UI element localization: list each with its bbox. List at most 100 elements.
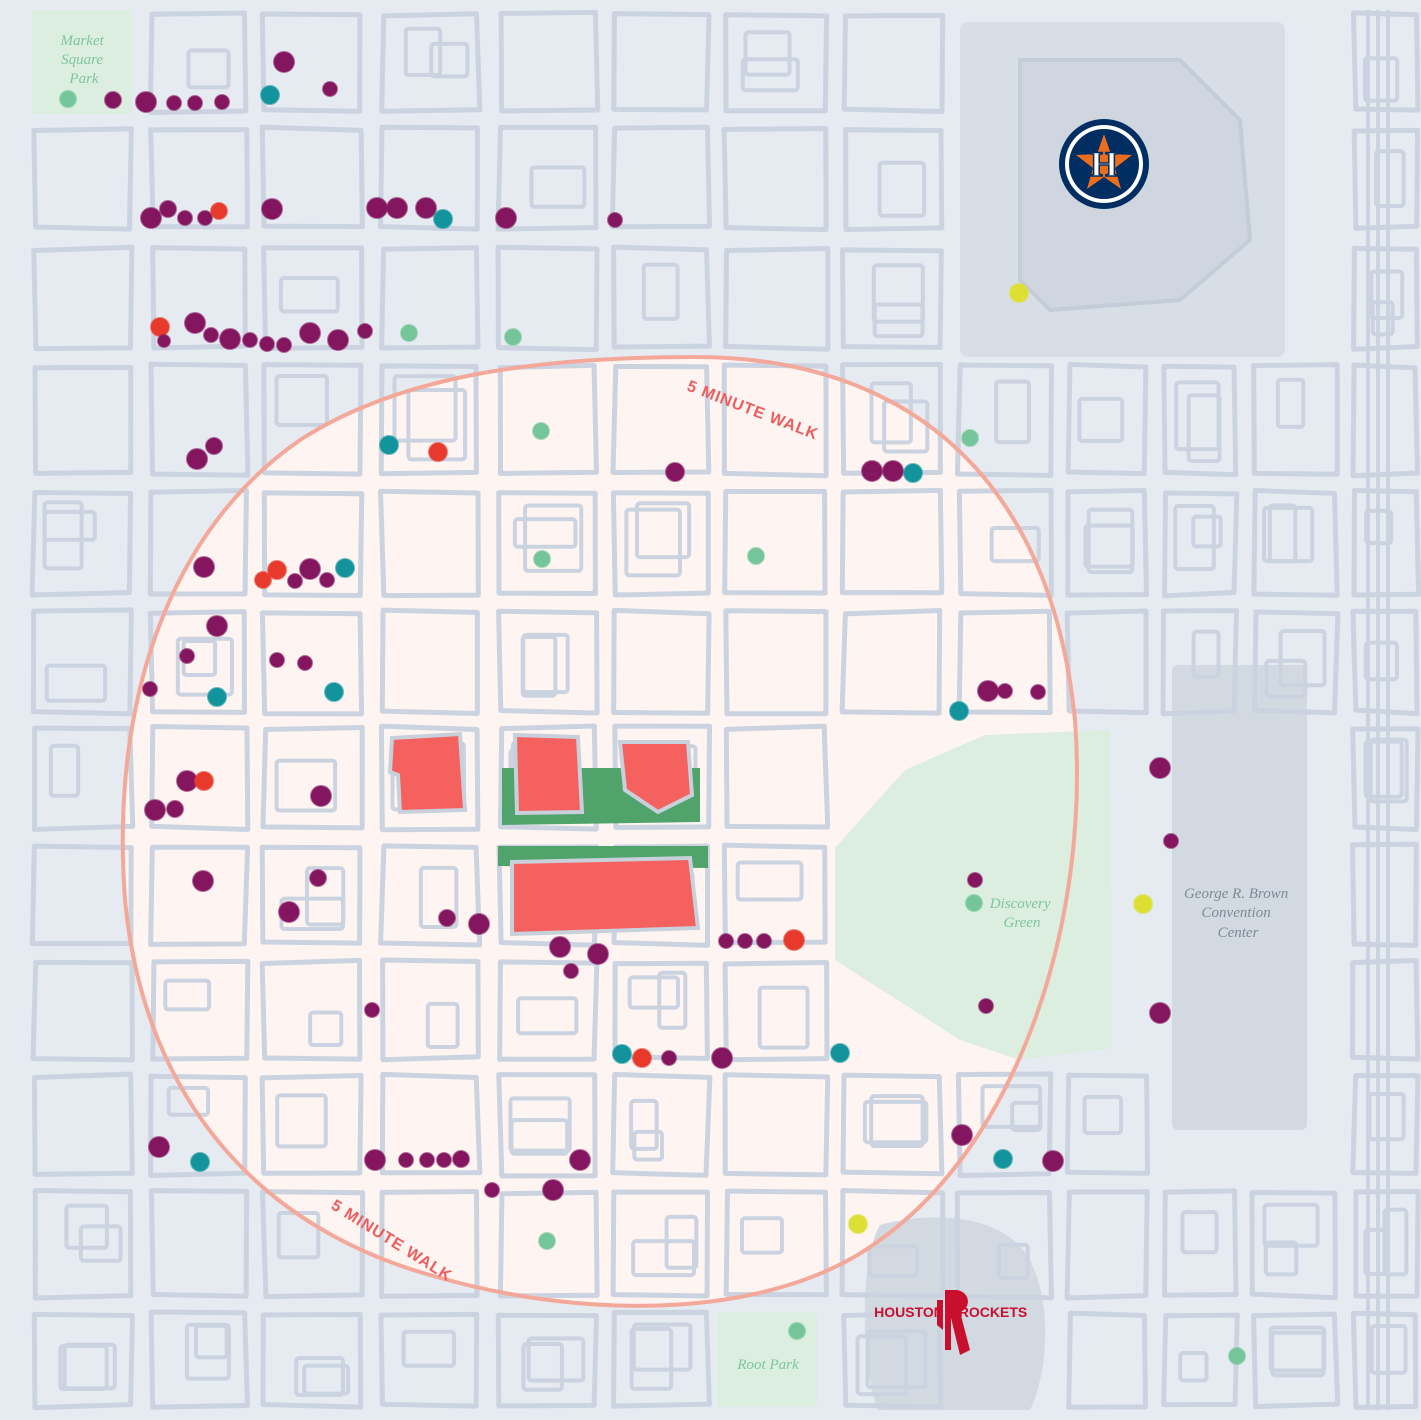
poi-marker-purple[interactable] <box>607 212 623 228</box>
poi-marker-purple[interactable] <box>179 648 195 664</box>
poi-marker-purple[interactable] <box>364 1149 386 1171</box>
poi-marker-purple[interactable] <box>419 1152 435 1168</box>
poi-marker-red[interactable] <box>267 560 287 580</box>
poi-marker-purple[interactable] <box>276 337 292 353</box>
poi-marker-yellow[interactable] <box>1009 283 1029 303</box>
poi-marker-purple[interactable] <box>951 1124 973 1146</box>
poi-marker-purple[interactable] <box>193 556 215 578</box>
poi-marker-purple[interactable] <box>186 448 208 470</box>
poi-marker-purple[interactable] <box>1030 684 1046 700</box>
poi-marker-purple[interactable] <box>219 328 241 350</box>
poi-marker-purple[interactable] <box>197 210 213 226</box>
poi-marker-green[interactable] <box>1228 1347 1246 1365</box>
poi-marker-purple[interactable] <box>327 329 349 351</box>
poi-marker-red[interactable] <box>194 771 214 791</box>
poi-marker-purple[interactable] <box>319 572 335 588</box>
poi-marker-purple[interactable] <box>563 963 579 979</box>
poi-marker-purple[interactable] <box>309 869 327 887</box>
poi-marker-purple[interactable] <box>438 909 456 927</box>
poi-marker-purple[interactable] <box>203 327 219 343</box>
poi-marker-purple[interactable] <box>322 81 338 97</box>
poi-marker-purple[interactable] <box>1149 1002 1171 1024</box>
poi-marker-teal[interactable] <box>830 1043 850 1063</box>
poi-marker-purple[interactable] <box>310 785 332 807</box>
poi-marker-purple[interactable] <box>882 460 904 482</box>
poi-marker-purple[interactable] <box>661 1050 677 1066</box>
poi-marker-purple[interactable] <box>997 683 1013 699</box>
poi-marker-purple[interactable] <box>187 95 203 111</box>
poi-marker-purple[interactable] <box>269 652 285 668</box>
poi-marker-purple[interactable] <box>148 1136 170 1158</box>
poi-marker-purple[interactable] <box>273 51 295 73</box>
poi-marker-red[interactable] <box>254 571 272 589</box>
poi-marker-purple[interactable] <box>711 1047 733 1069</box>
poi-marker-purple[interactable] <box>398 1152 414 1168</box>
poi-marker-purple[interactable] <box>665 462 685 482</box>
poi-marker-teal[interactable] <box>379 435 399 455</box>
poi-marker-purple[interactable] <box>299 322 321 344</box>
poi-marker-green[interactable] <box>961 429 979 447</box>
poi-marker-purple[interactable] <box>261 198 283 220</box>
poi-marker-green[interactable] <box>965 894 983 912</box>
poi-marker-green[interactable] <box>532 422 550 440</box>
poi-marker-teal[interactable] <box>612 1044 632 1064</box>
poi-marker-red[interactable] <box>210 202 228 220</box>
poi-marker-purple[interactable] <box>386 197 408 219</box>
poi-marker-purple[interactable] <box>452 1150 470 1168</box>
poi-marker-purple[interactable] <box>206 615 228 637</box>
poi-marker-red[interactable] <box>632 1048 652 1068</box>
poi-marker-purple[interactable] <box>542 1179 564 1201</box>
poi-marker-purple[interactable] <box>737 933 753 949</box>
poi-marker-teal[interactable] <box>324 682 344 702</box>
poi-marker-purple[interactable] <box>104 91 122 109</box>
poi-marker-teal[interactable] <box>993 1149 1013 1169</box>
poi-marker-purple[interactable] <box>259 336 275 352</box>
poi-marker-purple[interactable] <box>214 94 230 110</box>
poi-marker-purple[interactable] <box>756 933 772 949</box>
poi-marker-purple[interactable] <box>436 1152 452 1168</box>
poi-marker-teal[interactable] <box>433 209 453 229</box>
poi-marker-purple[interactable] <box>135 91 157 113</box>
poi-marker-green[interactable] <box>747 547 765 565</box>
poi-marker-purple[interactable] <box>967 872 983 888</box>
poi-marker-yellow[interactable] <box>848 1214 868 1234</box>
poi-marker-red[interactable] <box>150 317 170 337</box>
poi-marker-teal[interactable] <box>903 463 923 483</box>
poi-marker-purple[interactable] <box>140 207 162 229</box>
poi-marker-purple[interactable] <box>166 95 182 111</box>
poi-marker-teal[interactable] <box>207 687 227 707</box>
poi-marker-teal[interactable] <box>260 85 280 105</box>
poi-marker-purple[interactable] <box>978 998 994 1014</box>
poi-marker-teal[interactable] <box>335 558 355 578</box>
poi-marker-purple[interactable] <box>287 573 303 589</box>
poi-marker-purple[interactable] <box>278 901 300 923</box>
poi-marker-red[interactable] <box>428 442 448 462</box>
poi-marker-green[interactable] <box>504 328 522 346</box>
poi-marker-purple[interactable] <box>1163 833 1179 849</box>
poi-marker-purple[interactable] <box>415 197 437 219</box>
poi-marker-purple[interactable] <box>299 558 321 580</box>
poi-marker-green[interactable] <box>533 550 551 568</box>
poi-marker-green[interactable] <box>538 1232 556 1250</box>
poi-marker-green[interactable] <box>59 90 77 108</box>
poi-marker-purple[interactable] <box>1042 1150 1064 1172</box>
poi-marker-green[interactable] <box>400 324 418 342</box>
poi-marker-green[interactable] <box>788 1322 806 1340</box>
poi-marker-purple[interactable] <box>159 200 177 218</box>
poi-marker-purple[interactable] <box>977 680 999 702</box>
poi-marker-purple[interactable] <box>484 1182 500 1198</box>
poi-marker-purple[interactable] <box>177 210 193 226</box>
poi-marker-yellow[interactable] <box>1133 894 1153 914</box>
poi-marker-purple[interactable] <box>366 197 388 219</box>
poi-marker-purple[interactable] <box>144 799 166 821</box>
poi-marker-red[interactable] <box>783 929 805 951</box>
poi-marker-purple[interactable] <box>242 332 258 348</box>
poi-marker-purple[interactable] <box>142 681 158 697</box>
poi-marker-purple[interactable] <box>205 437 223 455</box>
poi-marker-purple[interactable] <box>569 1149 591 1171</box>
poi-marker-teal[interactable] <box>949 701 969 721</box>
poi-marker-purple[interactable] <box>157 334 171 348</box>
poi-marker-purple[interactable] <box>357 323 373 339</box>
poi-marker-purple[interactable] <box>166 800 184 818</box>
poi-marker-purple[interactable] <box>718 933 734 949</box>
